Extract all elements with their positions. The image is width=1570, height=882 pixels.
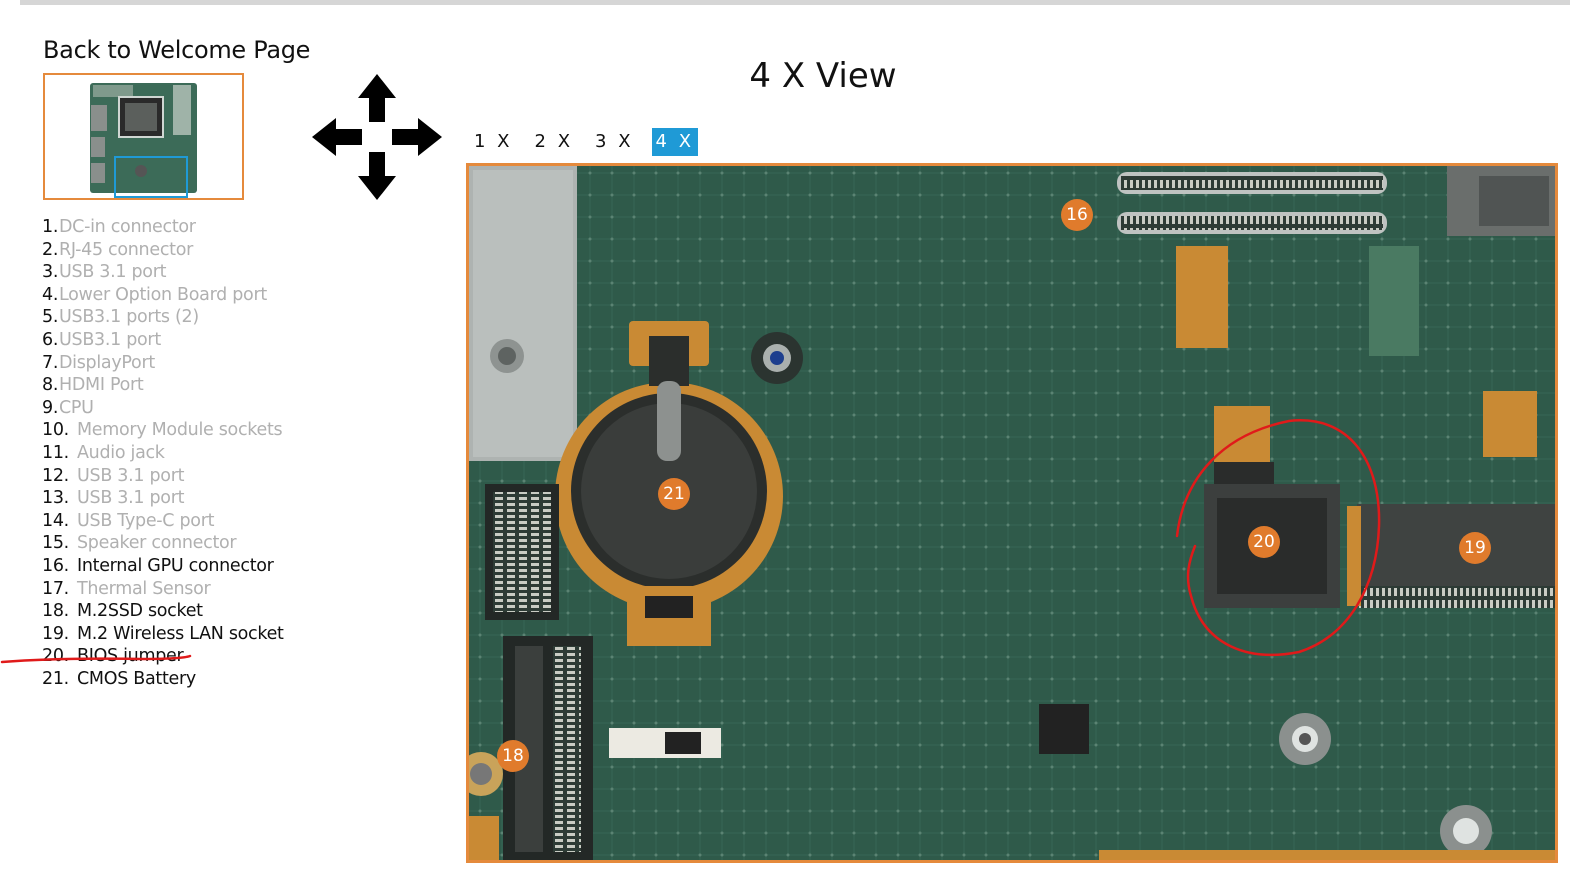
legend-item-label[interactable]: Lower Option Board port	[59, 284, 267, 305]
legend-item[interactable]: 6.USB3.1 port	[42, 329, 284, 352]
legend-item-number: 15.	[42, 533, 69, 554]
marker-21[interactable]: 21	[658, 478, 690, 510]
board-overview-thumbnail[interactable]	[43, 73, 244, 200]
legend-item[interactable]: 12. USB 3.1 port	[42, 465, 284, 488]
legend-item[interactable]: 3.USB 3.1 port	[42, 261, 284, 284]
motherboard-image	[469, 166, 1555, 860]
legend-item-label[interactable]: M.2SSD socket	[77, 601, 203, 622]
legend-item-number: 5.	[42, 307, 59, 328]
legend-item[interactable]: 5.USB3.1 ports (2)	[42, 306, 284, 329]
legend-item-label[interactable]: USB 3.1 port	[77, 488, 185, 509]
legend-item-label[interactable]: USB 3.1 port	[77, 465, 185, 486]
marker-20[interactable]: 20	[1248, 526, 1280, 558]
legend-item-label[interactable]: Memory Module sockets	[77, 420, 283, 441]
legend-item-label[interactable]: Thermal Sensor	[77, 578, 211, 599]
legend-item-label[interactable]: HDMI Port	[59, 375, 144, 396]
legend-item-label[interactable]: Audio jack	[77, 442, 165, 463]
back-to-welcome-link[interactable]: Back to Welcome Page	[43, 36, 311, 64]
legend-item[interactable]: 15. Speaker connector	[42, 532, 284, 555]
legend-item-number: 18.	[42, 601, 69, 622]
marker-19[interactable]: 19	[1459, 532, 1491, 564]
legend-item[interactable]: 11. Audio jack	[42, 442, 284, 465]
legend-item-number: 6.	[42, 329, 59, 350]
zoom-1x-button[interactable]: 1 X	[474, 131, 513, 152]
legend-item-number: 9.	[42, 397, 59, 418]
legend-item-number: 17.	[42, 578, 69, 599]
legend-item[interactable]: 7.DisplayPort	[42, 352, 284, 375]
marker-18[interactable]: 18	[497, 740, 529, 772]
marker-16[interactable]: 16	[1061, 199, 1093, 231]
thumbnail-board-image	[45, 75, 242, 198]
legend-item-number: 11.	[42, 442, 69, 463]
legend-item-number: 2.	[42, 239, 59, 260]
legend-item-label[interactable]: RJ-45 connector	[59, 239, 194, 260]
zoom-3x-button[interactable]: 3 X	[595, 131, 634, 152]
legend-item-label[interactable]: DisplayPort	[59, 352, 155, 373]
legend-item-number: 3.	[42, 262, 59, 283]
legend-item-number: 21.	[42, 668, 69, 689]
zoom-2x-button[interactable]: 2 X	[534, 131, 574, 152]
legend-item-label[interactable]: CPU	[59, 397, 94, 418]
legend-item[interactable]: 19. M.2 Wireless LAN socket	[42, 623, 284, 646]
legend-item[interactable]: 9.CPU	[42, 397, 284, 420]
legend-item-label[interactable]: M.2 Wireless LAN socket	[77, 623, 284, 644]
motherboard-4x-view[interactable]: 16 21 20 19 18	[466, 163, 1558, 863]
legend-item-label[interactable]: USB 3.1 port	[59, 262, 167, 283]
four-way-arrow-icon[interactable]	[310, 72, 444, 202]
legend-item-number: 1.	[42, 217, 59, 237]
legend-item-label[interactable]: Internal GPU connector	[77, 555, 274, 576]
legend-item[interactable]: 4.Lower Option Board port	[42, 284, 284, 307]
legend-item[interactable]: 20. BIOS jumper	[42, 645, 284, 668]
view-title: 4 X View	[749, 56, 897, 96]
legend-item-label[interactable]: USB3.1 port	[59, 329, 161, 350]
legend-item-number: 13.	[42, 488, 69, 509]
legend-item-label[interactable]: Speaker connector	[77, 533, 237, 554]
legend-item-label[interactable]: CMOS Battery	[77, 668, 196, 689]
legend-item[interactable]: 18. M.2SSD socket	[42, 600, 284, 623]
legend-item-number: 14.	[42, 510, 69, 531]
top-divider	[20, 0, 1570, 5]
legend-item-number: 10.	[42, 420, 69, 441]
legend-item[interactable]: 13. USB 3.1 port	[42, 487, 284, 510]
legend-item-label[interactable]: USB Type-C port	[77, 510, 215, 531]
legend-item[interactable]: 14. USB Type-C port	[42, 510, 284, 533]
legend-item-number: 12.	[42, 465, 69, 486]
legend-item[interactable]: 21. CMOS Battery	[42, 668, 284, 691]
legend-item[interactable]: 1.DC-in connector	[42, 216, 284, 239]
legend-item-number: 19.	[42, 623, 69, 644]
zoom-selector: 1 X 2 X 3 X 4 X	[470, 128, 712, 156]
legend-item-number: 16.	[42, 555, 69, 576]
legend-item-number: 8.	[42, 375, 59, 396]
legend-item[interactable]: 2.RJ-45 connector	[42, 239, 284, 262]
legend-item-label[interactable]: DC-in connector	[59, 217, 196, 237]
legend-item-label[interactable]: USB3.1 ports (2)	[59, 307, 199, 328]
legend-item-number: 4.	[42, 284, 59, 305]
legend-item[interactable]: 17. Thermal Sensor	[42, 578, 284, 601]
zoom-4x-button[interactable]: 4 X	[651, 128, 699, 156]
legend-item[interactable]: 16. Internal GPU connector	[42, 555, 284, 578]
legend-item[interactable]: 10. Memory Module sockets	[42, 419, 284, 442]
legend-item[interactable]: 8.HDMI Port	[42, 374, 284, 397]
legend-item-number: 20.	[42, 646, 69, 667]
legend-item-number: 7.	[42, 352, 59, 373]
legend-item-label[interactable]: BIOS jumper	[77, 646, 184, 667]
